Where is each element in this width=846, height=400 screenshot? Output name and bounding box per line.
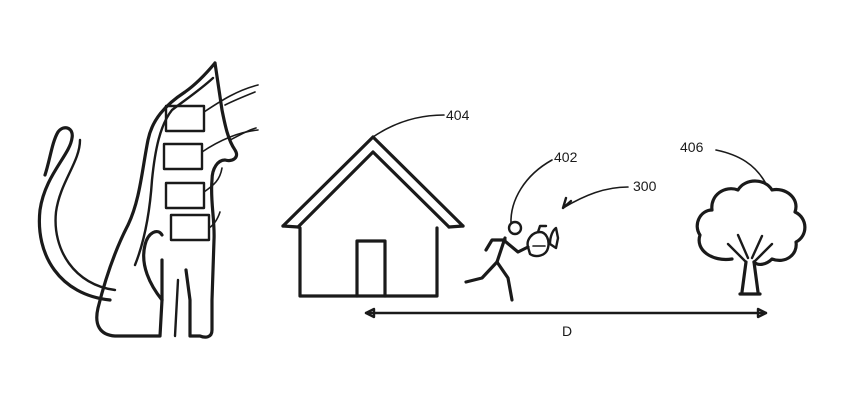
house-icon [281,135,465,298]
house-leader-line [372,114,445,138]
signal-arrowhead [561,196,573,210]
tree-icon [695,179,807,296]
label-distance: D [562,323,572,339]
device-module-icon [164,104,206,133]
person-leader-line [510,159,553,225]
label-402: 402 [554,149,578,165]
running-person-icon [464,220,560,302]
label-404: 404 [446,107,470,123]
tree-leader-line [715,149,766,183]
label-406: 406 [680,139,704,155]
label-300: 300 [633,178,657,194]
signal-leader-line [562,186,629,209]
device-module-icon [162,142,204,171]
distance-measure [364,307,768,319]
device-module-icon [164,181,206,210]
device-module-icon [169,213,211,242]
cat-icon [37,61,259,339]
